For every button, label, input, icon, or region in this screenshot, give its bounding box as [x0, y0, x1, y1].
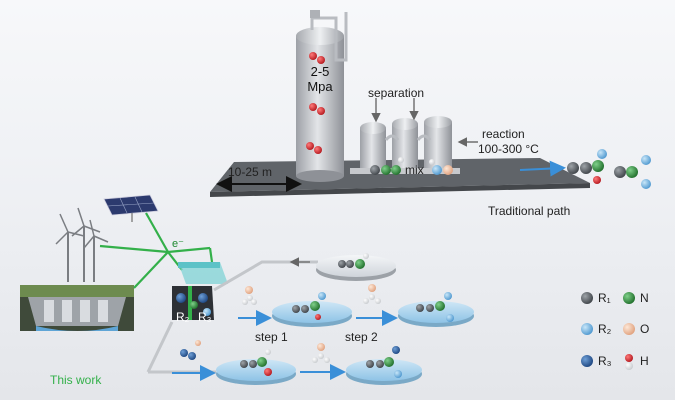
solar-panel-icon: [103, 194, 159, 222]
electrolyzer-cell: [172, 262, 228, 320]
legend-n-sphere: [623, 292, 635, 304]
wind-turbine-icon: [55, 207, 109, 282]
legend: [581, 292, 635, 370]
size-label: 10-25 m: [228, 165, 273, 179]
step-2-label: step 2: [345, 330, 378, 344]
reaction-label: reaction: [482, 127, 525, 141]
reaction-disc: [272, 292, 352, 327]
r3-reagent: [180, 340, 201, 360]
reaction-disc: [398, 292, 474, 327]
legend-n-label: N: [640, 291, 649, 305]
r3-electrode-label: R₃: [198, 310, 212, 324]
mix-reactants: [370, 157, 453, 175]
hydrogen-molecule: [306, 142, 322, 154]
traditional-path-label: Traditional path: [488, 204, 571, 218]
legend-r3-label: R₃: [598, 354, 612, 368]
r2-electrode-label: R₂: [176, 310, 190, 324]
r2-reagent: [363, 284, 381, 304]
reaction-disc: [346, 346, 422, 385]
electron-label: e⁻: [172, 238, 184, 250]
legend-h-sphere-red: [625, 354, 633, 362]
legend-r3-sphere: [581, 355, 593, 367]
hydropower-dam-icon: [20, 285, 134, 331]
mix-label: mix: [405, 163, 424, 177]
reaction-disc: [316, 253, 396, 281]
separation-label: separation: [368, 86, 425, 100]
product-arrow: [519, 160, 566, 177]
hydrogen-molecule: [309, 52, 325, 64]
pressure-label: 2-5 Mpa: [302, 64, 338, 94]
this-work-label: This work: [50, 373, 102, 387]
legend-h-sphere-white: [625, 362, 633, 370]
temperature-label: 100-300 °C: [478, 142, 539, 156]
legend-h-label: H: [640, 354, 649, 368]
legend-o-sphere: [623, 323, 635, 335]
pressure-unit: Mpa: [307, 79, 333, 94]
step-1-label: step 1: [255, 330, 288, 344]
hydrogen-molecule: [309, 103, 325, 115]
legend-r2-sphere: [581, 323, 593, 335]
legend-r1-sphere: [581, 292, 593, 304]
amide-product-molecule: [567, 149, 651, 189]
high-pressure-column: [296, 10, 348, 182]
legend-o-label: O: [640, 322, 650, 336]
hydroxylamine-reagent: [312, 343, 330, 363]
pressure-value: 2-5: [310, 64, 330, 79]
hydroxylamine-reagent: [242, 286, 257, 305]
legend-r2-label: R₂: [598, 322, 612, 336]
legend-r1-label: R₁: [598, 291, 611, 305]
separation-tanks: [350, 116, 460, 174]
reaction-disc: [216, 349, 296, 385]
